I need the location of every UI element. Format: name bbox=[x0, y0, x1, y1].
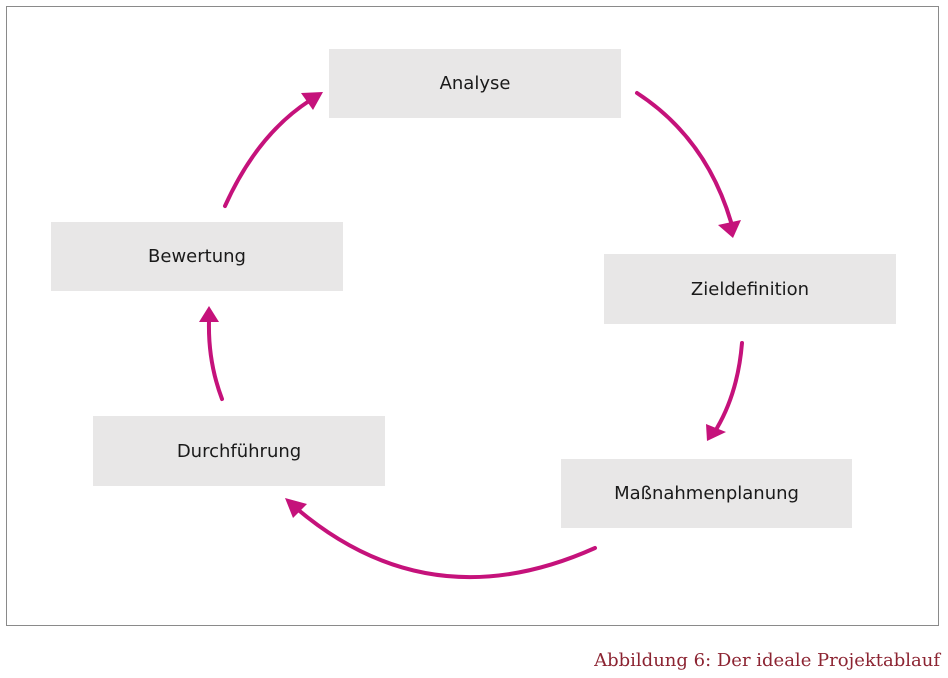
arrow-bewertung-to-analyse bbox=[223, 99, 311, 208]
arrowhead-durchfuehrung bbox=[285, 498, 307, 518]
arrowhead-bewertung bbox=[199, 306, 219, 322]
node-massnahmenplanung: Maßnahmenplanung bbox=[561, 459, 852, 528]
arrowhead-zieldefinition bbox=[718, 220, 741, 238]
figure-caption: Abbildung 6: Der ideale Projektablauf bbox=[594, 650, 940, 671]
arrow-zieldefinition-to-massnahmenplanung bbox=[715, 341, 744, 430]
node-durchfuehrung: Durchführung bbox=[93, 416, 385, 486]
arrow-massnahmenplanung-to-durchfuehrung bbox=[294, 506, 597, 580]
arrowhead-analyse bbox=[301, 92, 323, 110]
node-zieldefinition: Zieldefinition bbox=[604, 254, 896, 324]
node-bewertung: Bewertung bbox=[51, 222, 343, 291]
arrowhead-massnahmenplanung bbox=[706, 424, 726, 441]
node-analyse: Analyse bbox=[329, 49, 621, 118]
arrow-analyse-to-zieldefinition bbox=[635, 91, 733, 224]
arrow-durchfuehrung-to-bewertung bbox=[206, 319, 224, 401]
